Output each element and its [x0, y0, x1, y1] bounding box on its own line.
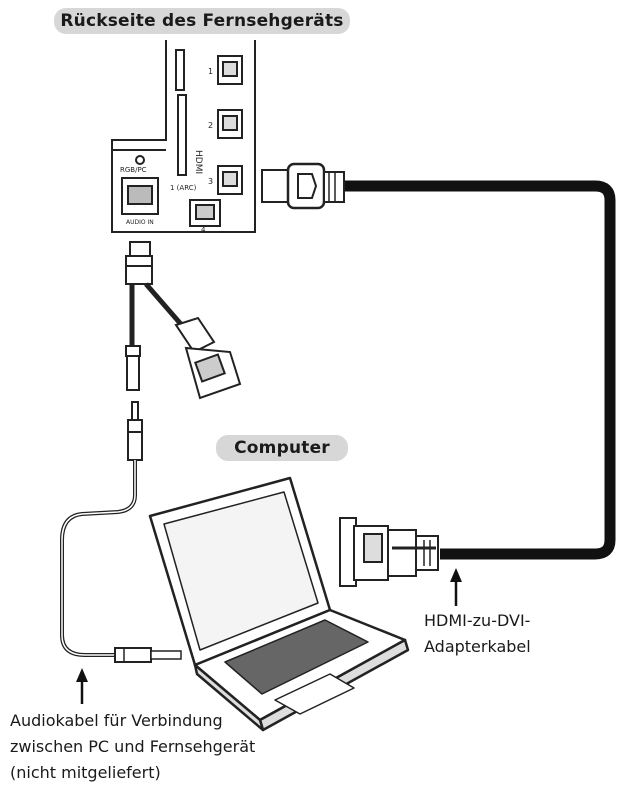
y-splitter-cable: [125, 241, 242, 461]
hdmi-cable: [261, 162, 616, 560]
audio-cable-caption: Audiokabel für Verbindung zwischen PC un…: [10, 708, 330, 786]
audio-in-text: AUDIO IN: [126, 219, 154, 226]
vga-plug: [174, 316, 242, 400]
audio-caption-line-2: zwischen PC und Fernsehgerät: [10, 737, 256, 756]
hdmi-caption-line-2: Adapterkabel: [424, 637, 531, 656]
port-number-1: 1: [208, 67, 213, 76]
hdmi-caption-line-1: HDMI-zu-DVI-: [424, 611, 531, 630]
hdmi-port-1: [217, 55, 243, 85]
audio-arrow: [76, 668, 88, 704]
dvi-connector: [339, 517, 439, 587]
hdmi-port-2: [217, 109, 243, 139]
tv-back-panel: [111, 40, 256, 233]
hdmi-adapter-caption: HDMI-zu-DVI- Adapterkabel: [424, 608, 594, 660]
port-number-3: 3: [208, 177, 213, 186]
hdmi-group-text: HDMI: [193, 150, 203, 174]
audio-caption-line-3: (nicht mitgeliefert): [10, 763, 161, 782]
port-number-2: 2: [208, 121, 213, 130]
rgb-pc-port: [121, 155, 159, 215]
computer-label: Computer: [216, 435, 348, 461]
hdmi-arrow: [450, 568, 462, 606]
arc-text: 1 (ARC): [170, 184, 197, 192]
tv-back-label: Rückseite des Fernsehgeräts: [54, 8, 350, 34]
laptop-computer: [148, 476, 410, 732]
port-number-4: 4: [201, 226, 206, 234]
audio-caption-line-1: Audiokabel für Verbindung: [10, 711, 223, 730]
tv-panel-text: RGB/PC AUDIO IN 1 (ARC) HDMI 1 2 3 4: [120, 67, 213, 234]
audio-cable: [60, 460, 182, 663]
hdmi-port-3: [217, 165, 243, 195]
rgb-pc-text: RGB/PC: [120, 166, 147, 174]
